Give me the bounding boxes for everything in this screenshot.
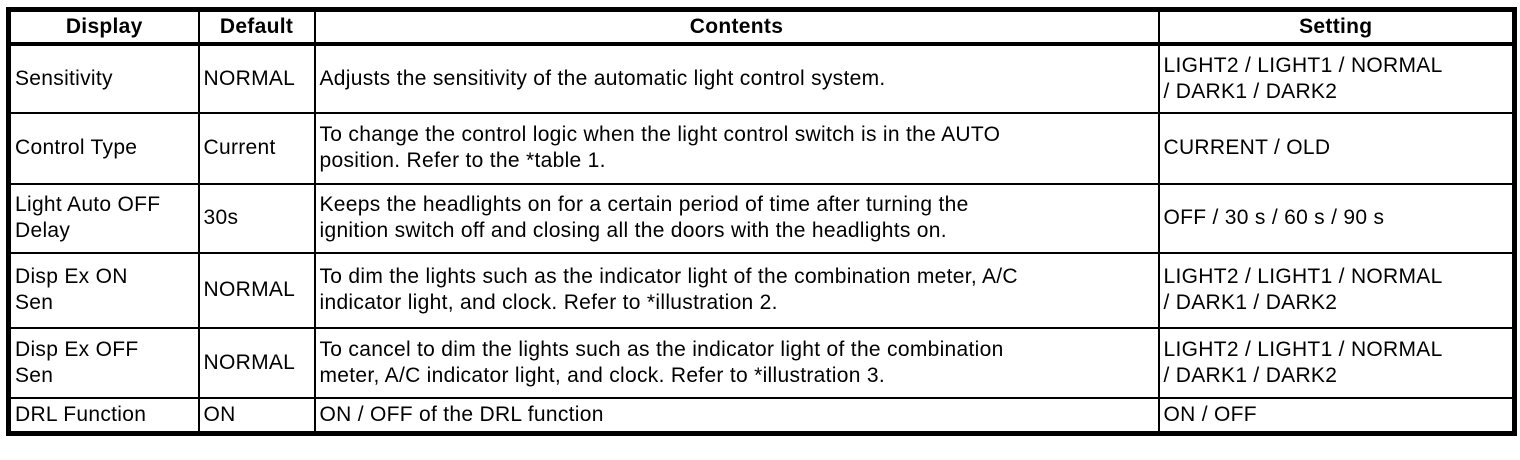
cell-display: Control Type [7, 111, 200, 185]
cell-default: NORMAL [197, 326, 316, 399]
cell-default: ON [197, 396, 316, 435]
column-header-contents: Contents [313, 8, 1160, 46]
table-row-disp-ex-off-sen: Disp Ex OFF Sen NORMAL To cancel to dim … [7, 326, 1516, 399]
table-row-drl-function: DRL Function ON ON / OFF of the DRL func… [7, 396, 1516, 435]
cell-contents: ON / OFF of the DRL function [313, 396, 1160, 435]
column-header-display: Display [7, 8, 200, 46]
light-control-settings-table: Display Default Contents Setting Sensiti… [6, 7, 1517, 436]
table-row-light-auto-off-delay: Light Auto OFF Delay 30s Keeps the headl… [7, 182, 1516, 254]
header-row: Display Default Contents Setting [7, 8, 1516, 46]
table-row-control-type: Control Type Current To change the contr… [7, 111, 1516, 185]
table-row-disp-ex-on-sen: Disp Ex ON Sen NORMAL To dim the lights … [7, 251, 1516, 329]
cell-display: Sensitivity [7, 42, 200, 114]
cell-display: Disp Ex ON Sen [7, 251, 200, 329]
cell-setting: OFF / 30 s / 60 s / 90 s [1157, 182, 1516, 254]
table-row-sensitivity: Sensitivity NORMAL Adjusts the sensitivi… [7, 42, 1516, 114]
cell-setting: CURRENT / OLD [1157, 111, 1516, 185]
cell-contents: To change the control logic when the lig… [313, 111, 1160, 185]
cell-setting: LIGHT2 / LIGHT1 / NORMAL / DARK1 / DARK2 [1157, 42, 1516, 114]
cell-default: NORMAL [197, 251, 316, 329]
column-header-setting: Setting [1157, 8, 1516, 46]
cell-default: Current [197, 111, 316, 185]
cell-default: 30s [197, 182, 316, 254]
cell-setting: LIGHT2 / LIGHT1 / NORMAL / DARK1 / DARK2 [1157, 326, 1516, 399]
column-header-default: Default [197, 8, 316, 46]
cell-contents: To dim the lights such as the indicator … [313, 251, 1160, 329]
cell-contents: Keeps the headlights on for a certain pe… [313, 182, 1160, 254]
cell-display: Light Auto OFF Delay [7, 182, 200, 254]
cell-default: NORMAL [197, 42, 316, 114]
cell-setting: ON / OFF [1157, 396, 1516, 435]
cell-contents: Adjusts the sensitivity of the automatic… [313, 42, 1160, 114]
cell-display: DRL Function [7, 396, 200, 435]
cell-setting: LIGHT2 / LIGHT1 / NORMAL / DARK1 / DARK2 [1157, 251, 1516, 329]
cell-contents: To cancel to dim the lights such as the … [313, 326, 1160, 399]
cell-display: Disp Ex OFF Sen [7, 326, 200, 399]
